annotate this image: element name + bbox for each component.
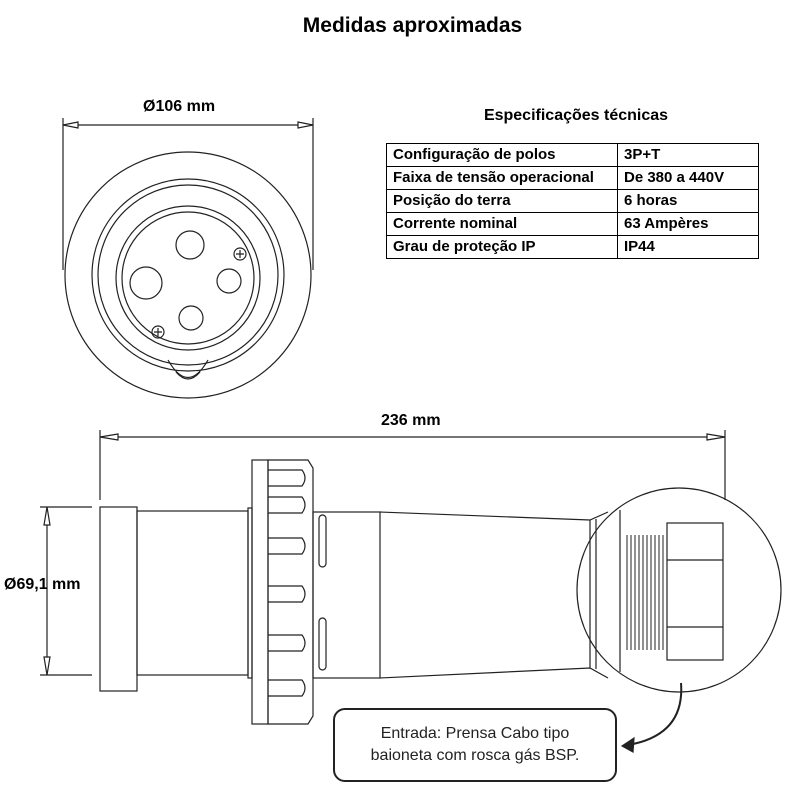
dimension-length: 236 mm — [381, 412, 441, 429]
callout-arrow — [627, 682, 683, 746]
pin-l2 — [216, 268, 242, 294]
plug-side-view — [40, 430, 782, 753]
plug-front-view — [62, 118, 314, 399]
spec-value: De 380 a 440V — [617, 166, 759, 190]
spec-label: Grau de proteção IP — [386, 235, 618, 259]
screw-icon — [233, 247, 247, 261]
page-title: Medidas aproximadas — [302, 14, 523, 37]
pin-earth — [129, 266, 163, 300]
spec-value: 63 Ampères — [617, 212, 759, 236]
dimension-diameter-side: Ø69,1 mm — [4, 576, 81, 593]
spec-label: Configuração de polos — [386, 143, 618, 167]
pin-l3 — [178, 305, 204, 331]
earth-notch — [167, 359, 209, 378]
callout-line-1: Entrada: Prensa Cabo tipo — [380, 725, 570, 742]
thread — [626, 535, 664, 650]
spec-label: Corrente nominal — [386, 212, 618, 236]
spec-value: 6 horas — [617, 189, 759, 213]
nut — [666, 522, 724, 661]
spec-value: 3P+T — [617, 143, 759, 167]
spec-label: Posição do terra — [386, 189, 618, 213]
pin-l1 — [175, 230, 205, 260]
detail-magnifier — [576, 487, 782, 693]
screw-icon — [151, 325, 165, 339]
spec-value: IP44 — [617, 235, 759, 259]
dimension-diameter-front: Ø106 mm — [143, 98, 216, 115]
specs-title: Especificações técnicas — [483, 107, 669, 124]
spec-label: Faixa de tensão operacional — [386, 166, 618, 190]
callout-box: Entrada: Prensa Cabo tipo baioneta com r… — [333, 708, 617, 782]
callout-line-2: baioneta com rosca gás BSP. — [370, 747, 580, 764]
